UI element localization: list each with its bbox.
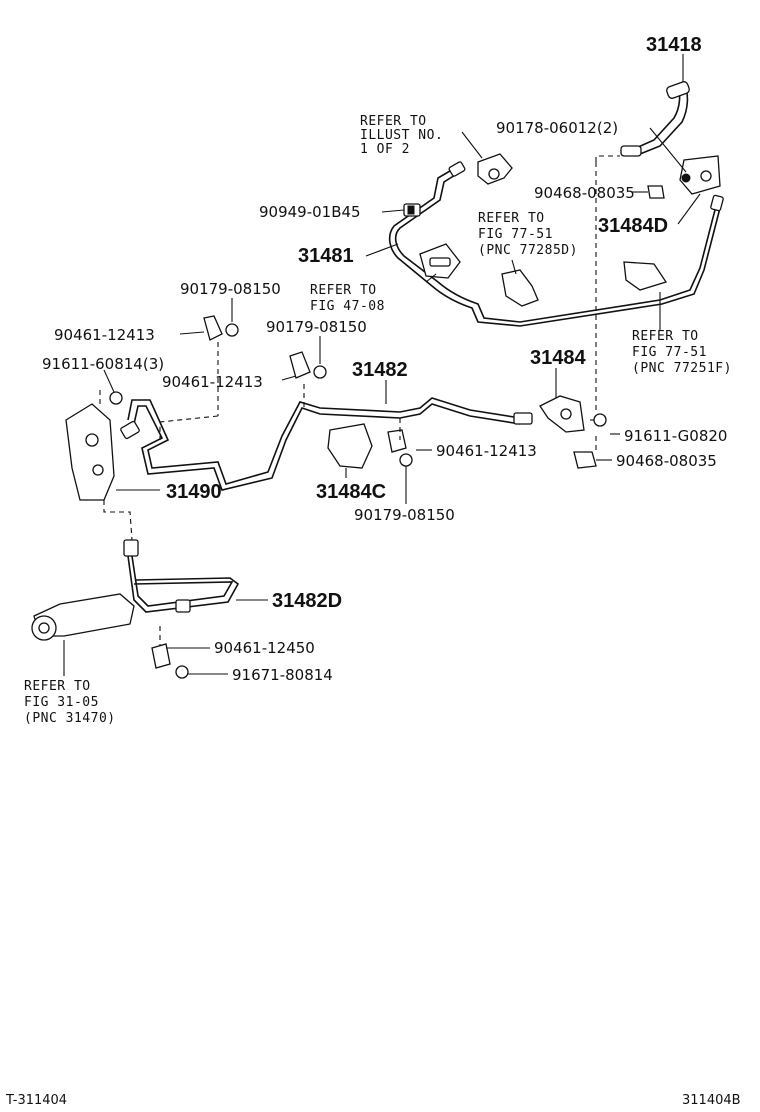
label-90179-08150-b: 90179-08150 <box>266 318 367 336</box>
ref-illust-line-1: REFER TO <box>360 114 427 129</box>
bolt-91611-60814-icon <box>109 391 123 405</box>
fig-77-51-part-b-icon <box>623 261 668 291</box>
ref-7751a-line-1: REFER TO <box>478 211 545 226</box>
label-31482D: 31482D <box>272 590 342 612</box>
clutch-pipe-31482 <box>120 397 533 491</box>
clamp-90461-b-icon <box>289 351 311 379</box>
label-91671-80814: 91671-80814 <box>232 666 333 684</box>
nut-90179-b-icon <box>313 365 327 379</box>
refer-to-illust-note: REFER TO ILLUST NO. 1 OF 2 <box>360 114 443 157</box>
label-90461-12413-a: 90461-12413 <box>54 326 155 344</box>
clutch-pipe-31482D <box>123 539 240 613</box>
nut-90179-a-icon <box>225 323 239 337</box>
label-31484: 31484 <box>530 347 586 369</box>
ref-7751b-line-2: FIG 77-51 <box>632 345 707 360</box>
footer-left-code: T-311404 <box>5 1093 67 1108</box>
refer-to-fig-31-05-note: REFER TO FIG 31-05 (PNC 31470) <box>24 679 116 726</box>
fig-47-08-part-icon <box>419 243 461 279</box>
label-31481: 31481 <box>298 245 354 267</box>
bracket-31484D <box>679 155 721 195</box>
label-90179-08150-a: 90179-08150 <box>180 280 281 298</box>
footer-right-code: 311404B <box>682 1093 741 1108</box>
refer-to-fig-77-51-b-note: REFER TO FIG 77-51 (PNC 77251F) <box>632 329 732 376</box>
alignment-dashed-lines <box>99 155 620 646</box>
clamp-90461-d-icon <box>151 643 171 669</box>
clip-90949-icon <box>403 203 421 217</box>
ref-7751a-line-3: (PNC 77285D) <box>478 243 578 258</box>
ref-4708-line-1: REFER TO <box>310 283 377 298</box>
ref-7751b-line-1: REFER TO <box>632 329 699 344</box>
clip-90468-icon <box>647 185 665 199</box>
label-91611-G0820: 91611-G0820 <box>624 427 727 445</box>
label-90461-12413-c: 90461-12413 <box>436 442 537 460</box>
label-90468-08035-a: 90468-08035 <box>534 184 635 202</box>
ref-7751b-line-3: (PNC 77251F) <box>632 361 732 376</box>
bracket-31484 <box>539 395 585 433</box>
label-31484D: 31484D <box>598 215 668 237</box>
label-31484C: 31484C <box>316 481 386 503</box>
clip-90178-icon <box>681 173 691 183</box>
leader-lines <box>63 54 701 676</box>
label-90461-12413-b: 90461-12413 <box>162 373 263 391</box>
label-31490: 31490 <box>166 481 222 503</box>
ref-3105-line-3: (PNC 31470) <box>24 711 116 726</box>
bracket-31484C <box>327 423 373 469</box>
fig-77-51-part-a-icon <box>501 269 539 307</box>
label-90461-12450: 90461-12450 <box>214 639 315 657</box>
clamp-90461-a-icon <box>203 315 223 341</box>
label-31418: 31418 <box>646 34 702 56</box>
clamp-90461-c-icon <box>387 429 407 453</box>
bracket-31490 <box>65 403 115 501</box>
ref-4708-line-2: FIG 47-08 <box>310 299 385 314</box>
ref-illust-line-2: ILLUST NO. <box>360 128 443 143</box>
label-90949-01B45: 90949-01B45 <box>259 203 361 221</box>
label-90468-08035-b: 90468-08035 <box>616 452 717 470</box>
label-90179-08150-c: 90179-08150 <box>354 506 455 524</box>
union-fitting-icon <box>477 153 513 185</box>
label-31482: 31482 <box>352 359 408 381</box>
clutch-master-cylinder-icon <box>31 593 135 641</box>
ref-3105-line-1: REFER TO <box>24 679 91 694</box>
refer-to-fig-47-08-note: REFER TO FIG 47-08 <box>310 283 385 314</box>
label-91611-60814: 91611-60814(3) <box>42 355 164 373</box>
flexible-hose-31418 <box>620 81 690 157</box>
ref-illust-line-3: 1 OF 2 <box>360 142 410 157</box>
clip-90468-b-icon <box>573 451 597 469</box>
refer-to-fig-77-51-a-note: REFER TO FIG 77-51 (PNC 77285D) <box>478 211 578 258</box>
bolt-91671-icon <box>175 665 189 679</box>
label-90178-06012: 90178-06012(2) <box>496 119 618 137</box>
ref-3105-line-2: FIG 31-05 <box>24 695 99 710</box>
ref-7751a-line-2: FIG 77-51 <box>478 227 553 242</box>
nut-90179-c-icon <box>399 453 413 467</box>
clutch-pipe-31481 <box>388 161 724 327</box>
bolt-91611-G0820-icon <box>590 413 607 427</box>
